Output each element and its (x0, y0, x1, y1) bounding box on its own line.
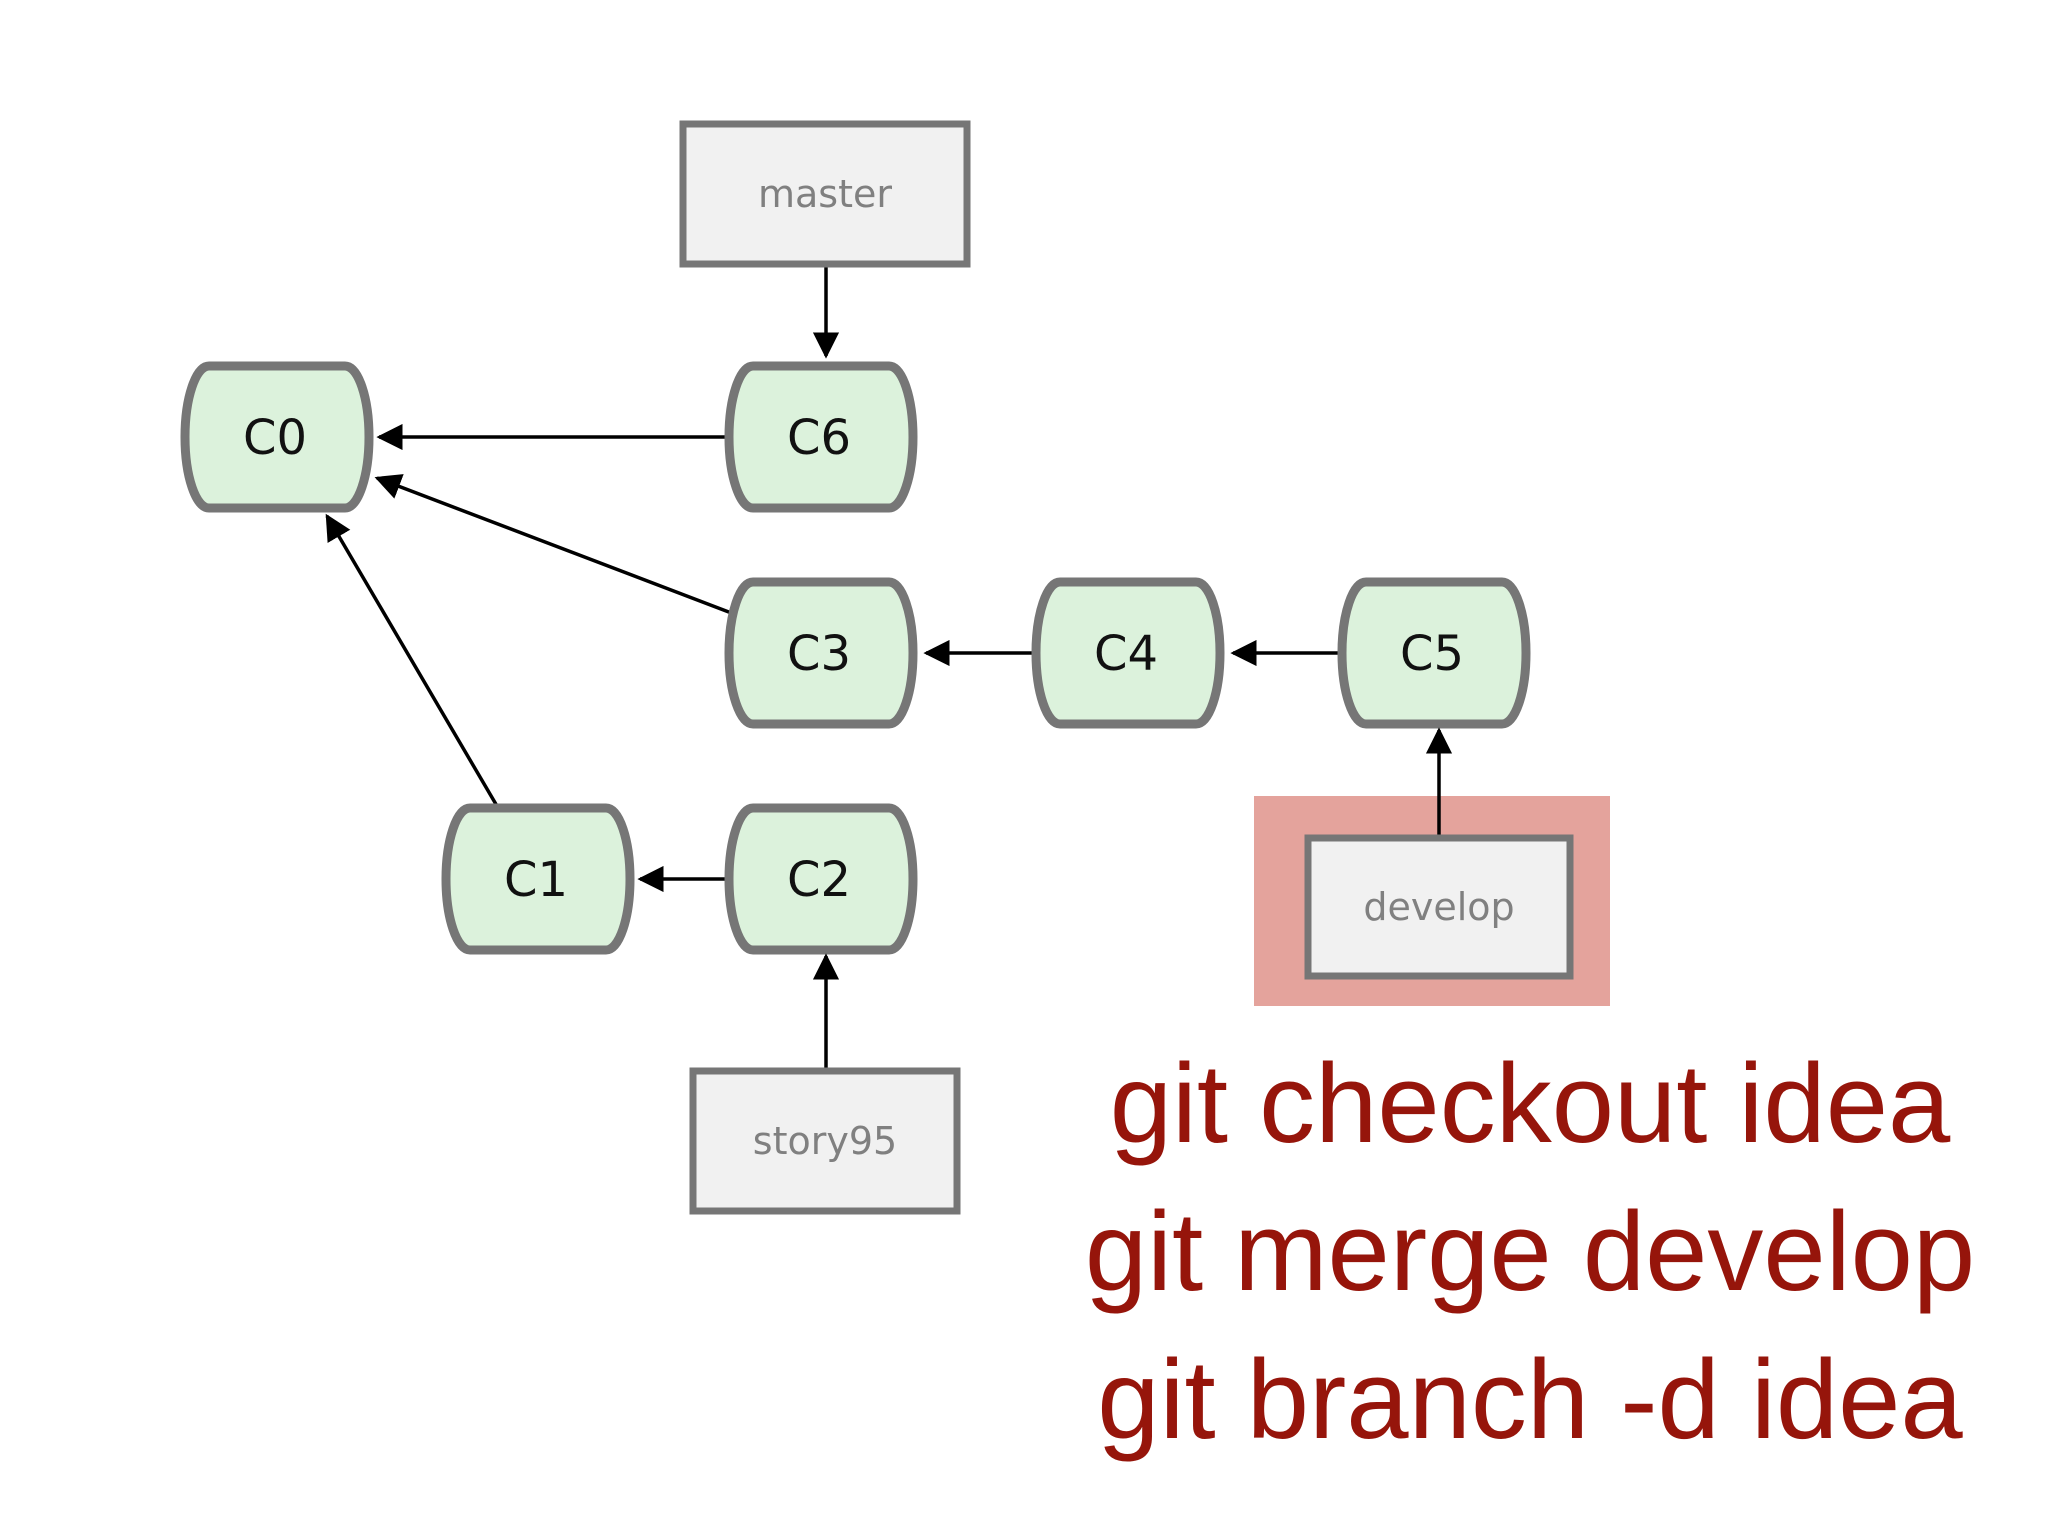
branch-label: story95 (753, 1119, 897, 1163)
commit-c3: C3 (724, 577, 918, 729)
commit-label: C4 (1094, 626, 1158, 682)
edge-c1-to-c0 (325, 513, 499, 807)
commit-label: C0 (243, 410, 307, 466)
edge-c3-to-c0 (374, 474, 735, 616)
branch-master: master (679, 120, 971, 359)
commit-label: C6 (787, 410, 851, 466)
command-branch-delete: git branch -d idea (1097, 1337, 1963, 1462)
commit-c1: C1 (441, 803, 635, 955)
commit-c0: C0 (180, 361, 374, 513)
branch-develop: develop (1304, 727, 1574, 980)
command-merge: git merge develop (1084, 1189, 1976, 1314)
commit-edges (325, 423, 1342, 893)
commit-c6: C6 (724, 361, 918, 513)
commit-label: C1 (504, 852, 568, 908)
branch-story95: story95 (689, 953, 961, 1215)
command-checkout: git checkout idea (1109, 1041, 1951, 1166)
git-commands: git checkout idea git merge develop git … (1040, 1030, 2020, 1474)
commit-label: C2 (787, 852, 851, 908)
branch-box (1304, 834, 1574, 980)
commit-c2: C2 (724, 803, 918, 955)
branch-label: develop (1363, 885, 1514, 929)
commit-label: C5 (1400, 626, 1464, 682)
commit-node-shape (441, 803, 635, 955)
branch-box (679, 120, 971, 268)
commit-node-shape (1031, 577, 1225, 729)
branch-box (689, 1067, 961, 1215)
commit-node-shape (1337, 577, 1531, 729)
commit-node-shape (180, 361, 374, 513)
commit-node-shape (724, 803, 918, 955)
commit-c4: C4 (1031, 577, 1225, 729)
commit-node-shape (724, 577, 918, 729)
commit-label: C3 (787, 626, 851, 682)
branch-label: master (758, 172, 892, 216)
commit-node-shape (724, 361, 918, 513)
commit-c5: C5 (1337, 577, 1531, 729)
branch-labels: master develop story95 (679, 120, 1574, 1215)
